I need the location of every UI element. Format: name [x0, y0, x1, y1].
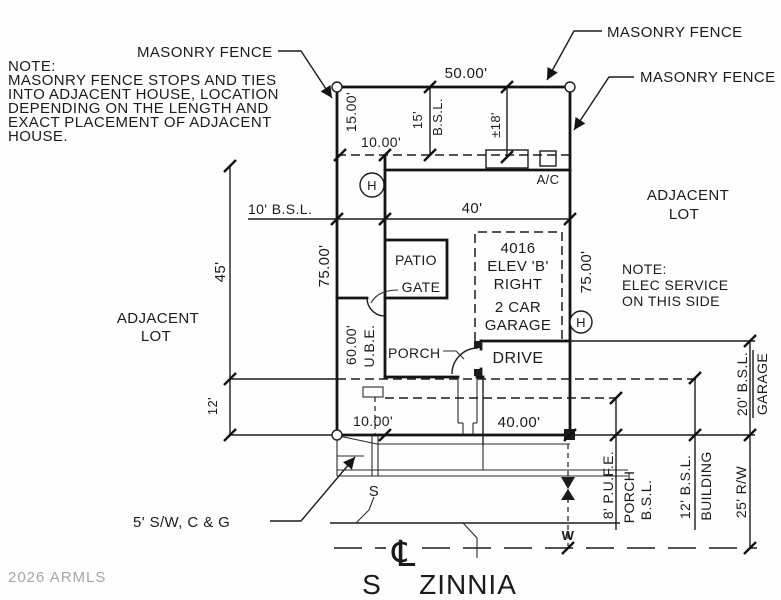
- dim-lot-width: 50.00': [445, 65, 488, 82]
- driveway-walkway-lines: [362, 377, 484, 445]
- adjacent-lot-left-line1: ADJACENT: [117, 310, 199, 327]
- dim-building-bsl: 12' B.S.L.: [677, 455, 693, 519]
- dim-garage-bsl: 20' B.S.L.: [734, 352, 750, 416]
- dim-adjacent-depth: 45': [212, 262, 229, 283]
- dim-ac-offset: ±18': [488, 112, 503, 138]
- patio-label: PATIO: [395, 252, 437, 268]
- dim-porch-word: PORCH: [621, 471, 637, 524]
- dim-ube-abbr: U.B.E.: [361, 325, 377, 368]
- dim-side-bsl: 10' B.S.L.: [248, 201, 312, 217]
- dim-adjacent-front: 12': [205, 397, 220, 415]
- street-name: ZINNIA: [419, 569, 517, 600]
- street-prefix: S: [362, 569, 382, 600]
- elec-note-line: NOTE:: [622, 261, 667, 277]
- adjacent-lot-right-line1: ADJACENT: [647, 187, 729, 204]
- centerline-symbol: ℄: [391, 534, 416, 575]
- hose-bib-symbols: [359, 172, 593, 334]
- fence-note-line: HOUSE.: [8, 128, 68, 145]
- water-marker: W: [562, 528, 575, 543]
- fence-note-line: NOTE:: [8, 58, 56, 75]
- hose-bib-letter-left: H: [367, 178, 377, 193]
- dimension-lines: [229, 87, 755, 548]
- elec-note-line: ON THIS SIDE: [622, 293, 720, 309]
- elec-note-block: NOTE: ELEC SERVICE ON THIS SIDE: [622, 261, 728, 309]
- masonry-fence-label-right: MASONRY FENCE: [640, 69, 776, 86]
- adjacent-lot-left-line2: LOT: [141, 328, 171, 345]
- porch-entry-door: [443, 341, 482, 376]
- dim-front-left: 10.00': [353, 413, 393, 429]
- ac-units: [485, 149, 557, 169]
- dim-porch-bsl: B.S.L.: [638, 480, 654, 521]
- fence-note-line: EXACT PLACEMENT OF ADJACENT: [8, 114, 272, 131]
- dim-house-width: 40': [462, 200, 483, 217]
- armls-watermark: 2026 ARMLS: [8, 569, 106, 586]
- sidewalk-street-lines: [330, 435, 757, 558]
- ac-unit-label: A/C: [537, 172, 560, 187]
- dim-fence-return-offset: 10.00': [361, 134, 401, 150]
- adjacent-lot-right-line2: LOT: [669, 206, 699, 223]
- lot-boundary-lines: [335, 85, 572, 437]
- model-line: GARAGE: [485, 317, 552, 334]
- dim-lot-depth-left: 75.00': [316, 245, 333, 288]
- sidewalk-label: 5' S/W, C & G: [133, 514, 230, 531]
- dim-pufe: 8' P.U.F.E.: [600, 451, 616, 519]
- porch-label: PORCH: [388, 345, 441, 361]
- dim-right-of-way: 25' R/W: [733, 466, 749, 519]
- dim-ube-value: 60.00': [343, 325, 359, 365]
- dim-front-bsl-abbr: B.S.L.: [430, 98, 445, 136]
- masonry-fence-label-top-left: MASONRY FENCE: [137, 44, 273, 61]
- masonry-fence-label-top-right: MASONRY FENCE: [607, 24, 743, 41]
- hose-bib-letter-right: H: [576, 315, 586, 330]
- model-text-block: 4016 ELEV 'B' RIGHT 2 CAR GARAGE: [485, 240, 552, 334]
- tick-marks: [223, 80, 757, 555]
- fence-note-line: MASONRY FENCE STOPS AND TIES: [8, 72, 277, 89]
- model-line: RIGHT: [494, 276, 543, 293]
- model-line: 2 CAR: [495, 299, 541, 316]
- dim-building-word: BUILDING: [698, 451, 714, 520]
- elec-note-line: ELEC SERVICE: [622, 277, 728, 293]
- dim-lot-depth-right: 75.00': [578, 251, 595, 294]
- leader-lines: [270, 30, 634, 522]
- fence-note-line: INTO ADJACENT HOUSE, LOCATION: [8, 86, 279, 103]
- dim-front-right: 40.00': [498, 414, 541, 431]
- water-valve-symbol: [561, 477, 575, 500]
- fence-note-line: DEPENDING ON THE LENGTH AND: [8, 100, 269, 117]
- model-line: ELEV 'B': [487, 258, 548, 275]
- model-line: 4016: [501, 240, 536, 257]
- fence-note-block: NOTE: MASONRY FENCE STOPS AND TIES INTO …: [8, 58, 279, 145]
- sewer-marker: S: [369, 483, 379, 500]
- dim-front-bsl-value: 15': [410, 111, 425, 129]
- right-setback-labels: 8' P.U.F.E. PORCH B.S.L. 12' B.S.L. BUIL…: [600, 352, 770, 523]
- dim-garage-word: GARAGE: [754, 353, 770, 415]
- gate-swing: [366, 289, 399, 317]
- drive-label: DRIVE: [493, 350, 544, 367]
- dim-fence-return-depth: 15.00': [343, 92, 359, 132]
- gate-label: GATE: [402, 279, 441, 295]
